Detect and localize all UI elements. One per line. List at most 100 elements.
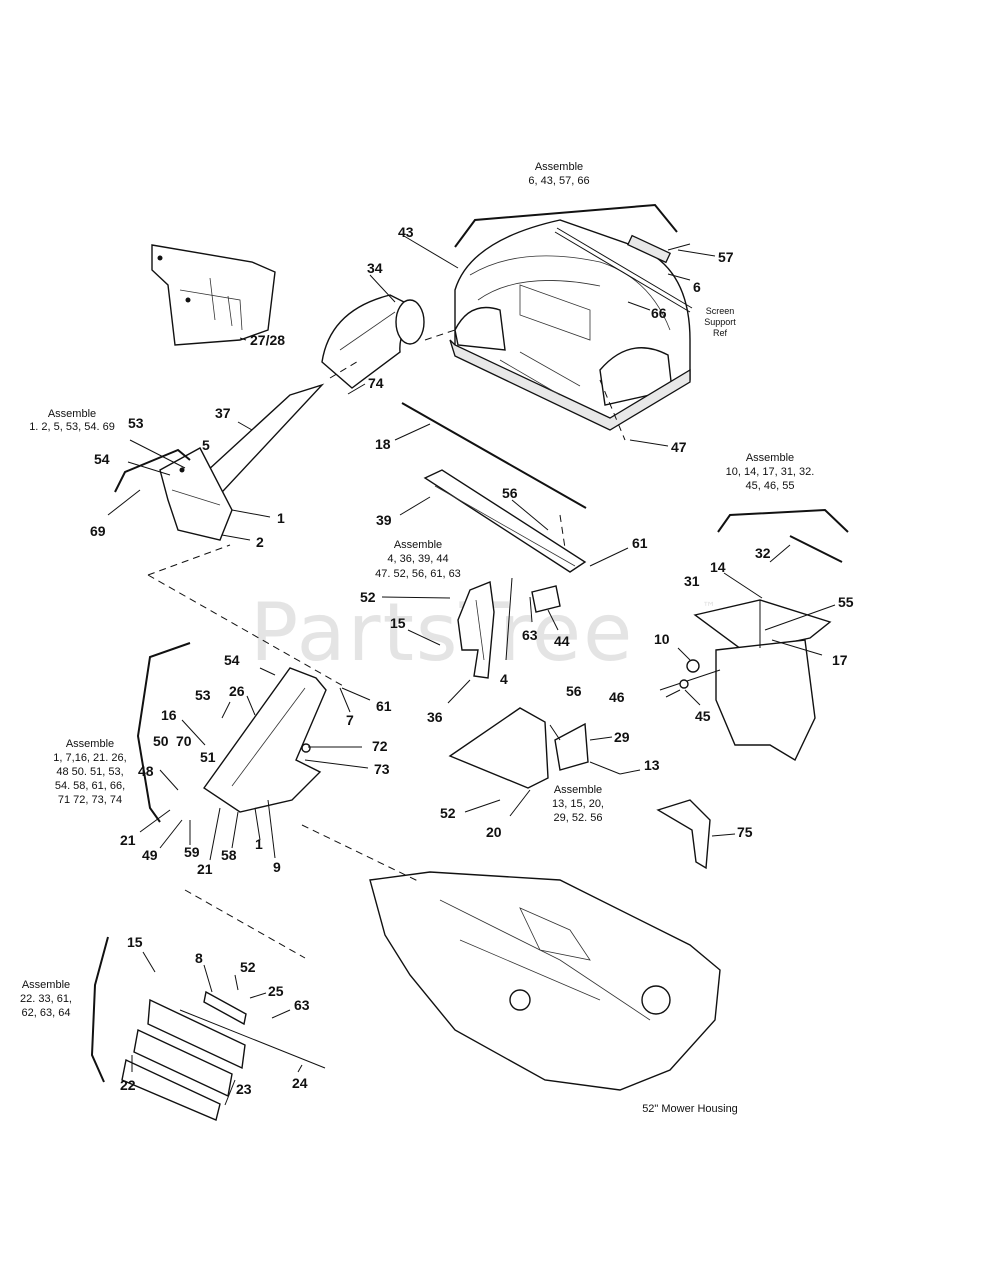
callout: 15 (390, 615, 406, 631)
svg-text:Assemble: Assemble (66, 738, 114, 750)
svg-text:Assemble: Assemble (554, 784, 602, 796)
callout: 22 (120, 1077, 136, 1093)
svg-text:Support: Support (704, 317, 736, 327)
callout: 57 (718, 249, 734, 265)
assembly-label-2: Assemble 1. 2, 5, 53, 54. 69 (29, 408, 115, 433)
svg-text:1. 2, 5, 53, 54. 69: 1. 2, 5, 53, 54. 69 (29, 421, 115, 433)
callout: 63 (294, 997, 310, 1013)
callout: 36 (427, 709, 443, 725)
callout: 70 (176, 733, 192, 749)
bracket-29-20 (448, 707, 621, 789)
callout: 52 (240, 959, 256, 975)
assembly-label-6: Assemble 13, 15, 20, 29, 52. 56 (552, 784, 604, 824)
callout: 56 (502, 485, 518, 501)
callout: 52 (360, 589, 376, 605)
callout: 59 (184, 844, 200, 860)
screen-support-rod (554, 231, 691, 313)
svg-text:71 72, 73, 74: 71 72, 73, 74 (58, 794, 122, 806)
callout: 4 (500, 671, 508, 687)
linkage-10-45-46 (659, 659, 721, 691)
callout: 5 (202, 437, 210, 453)
callout: 6 (693, 279, 701, 295)
callout: 34 (367, 260, 383, 276)
assembly-label-7: Assemble 22. 33, 61, 62, 63, 64 (20, 979, 72, 1019)
svg-text:Ref: Ref (713, 328, 728, 338)
callout: 54 (224, 652, 240, 668)
svg-text:4, 36, 39, 44: 4, 36, 39, 44 (387, 553, 448, 565)
svg-text:6, 43, 57, 66: 6, 43, 57, 66 (528, 175, 589, 187)
asm-bracket-3 (717, 508, 849, 533)
callout: 8 (195, 950, 203, 966)
rod-32 (789, 535, 843, 563)
screen-support-note: Screen Support Ref (704, 306, 736, 338)
assembly-label-3: Assemble 10, 14, 17, 31, 32. 45, 46, 55 (726, 452, 815, 492)
support-arm-36 (457, 581, 495, 679)
callout: 73 (374, 761, 390, 777)
svg-text:29, 52. 56: 29, 52. 56 (554, 812, 603, 824)
callout: 74 (368, 375, 384, 391)
callouts: 43 57 6 66 34 27/28 74 47 18 37 53 5 54 … (90, 224, 854, 1097)
callout: 54 (94, 451, 110, 467)
svg-text:Assemble: Assemble (22, 979, 70, 991)
mower-housing (369, 871, 721, 1091)
callout: 61 (376, 698, 392, 714)
svg-text:47. 52, 56, 61, 63: 47. 52, 56, 61, 63 (375, 568, 461, 580)
callout: 56 (566, 683, 582, 699)
watermark: PartsTree (250, 586, 634, 679)
callout: 27/28 (250, 332, 285, 348)
callout: 55 (838, 594, 854, 610)
callout: 14 (710, 559, 726, 575)
svg-text:Screen: Screen (706, 306, 735, 316)
chute-lower-1-2 (159, 447, 233, 541)
asm-bracket-4 (136, 642, 191, 823)
svg-text:48 50. 51, 53,: 48 50. 51, 53, (56, 766, 123, 778)
callout: 52 (440, 805, 456, 821)
callout: 63 (522, 627, 538, 643)
asm-bracket-5 (90, 936, 109, 1083)
callout: 20 (486, 824, 502, 840)
callout: 48 (138, 763, 154, 779)
svg-text:45, 46, 55: 45, 46, 55 (746, 480, 795, 492)
handle-6 (626, 234, 691, 264)
callout: 10 (654, 631, 670, 647)
callout: 49 (142, 847, 158, 863)
callout: 32 (755, 545, 771, 561)
callout: 17 (832, 652, 848, 668)
callout: 51 (200, 749, 216, 765)
mower-housing-label: 52" Mower Housing (642, 1103, 738, 1115)
svg-text:1, 7,16, 21. 26,: 1, 7,16, 21. 26, (53, 752, 126, 764)
callout: 75 (737, 824, 753, 840)
callout: 44 (554, 633, 570, 649)
chute-elbow-34 (321, 294, 425, 389)
callout: 58 (221, 847, 237, 863)
callout: 37 (215, 405, 231, 421)
assembly-label-1: Assemble 6, 43, 57, 66 (528, 161, 589, 187)
assembly-label-4: Assemble 4, 36, 39, 44 47. 52, 56, 61, 6… (375, 539, 461, 580)
mount-rail-39 (423, 469, 587, 573)
callout: 2 (256, 534, 264, 550)
callout: 72 (372, 738, 388, 754)
svg-text:62, 63, 64: 62, 63, 64 (22, 1007, 71, 1019)
asm-bracket-1 (454, 203, 678, 248)
callout: 13 (644, 757, 660, 773)
seal-strip-18 (401, 402, 587, 509)
svg-text:Assemble: Assemble (535, 161, 583, 173)
callout: 29 (614, 729, 630, 745)
hopper-top-43 (449, 219, 691, 431)
callout: 16 (161, 707, 177, 723)
rod-24 (179, 1009, 326, 1069)
callout: 69 (90, 523, 106, 539)
callout: 23 (236, 1081, 252, 1097)
callout: 53 (195, 687, 211, 703)
bracket-44 (531, 585, 561, 613)
bracket-27-28 (151, 244, 276, 346)
callout: 7 (346, 712, 354, 728)
callout: 47 (671, 439, 687, 455)
svg-text:13, 15, 20,: 13, 15, 20, (552, 798, 604, 810)
callout: 43 (398, 224, 414, 240)
callout: 66 (651, 305, 667, 321)
callout: 53 (128, 415, 144, 431)
callout: 26 (229, 683, 245, 699)
callout: 50 (153, 733, 169, 749)
